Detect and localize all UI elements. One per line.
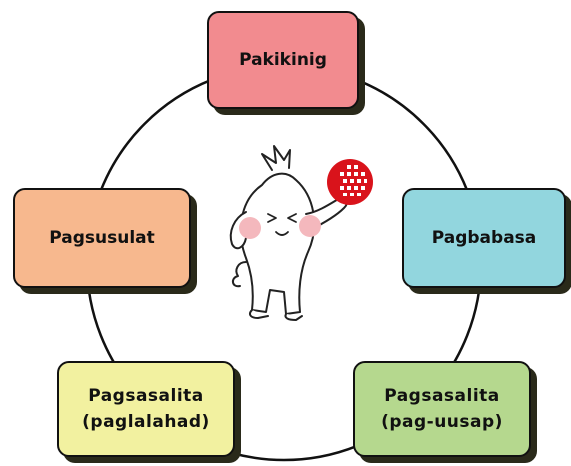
node-box-bottom-left: Pagsasalita (paglalahad) [57,361,235,457]
node-box-top: Pakikinig [207,11,359,109]
node-box-right: Pagbabasa [402,188,566,288]
node-label-bottom-left: Pagsasalita (paglalahad) [82,385,210,432]
node-label-left: Pagsusulat [49,227,155,248]
red-circle-logo [327,159,373,205]
node-label-right: Pagbabasa [431,227,537,248]
node-box-left: Pagsusulat [13,188,191,288]
mascot-character [229,145,348,321]
node-label-bottom-right: Pagsasalita (pag-uusap) [381,385,503,432]
node-label-top: Pakikinig [239,49,327,70]
node-box-bottom-right: Pagsasalita (pag-uusap) [353,361,531,457]
